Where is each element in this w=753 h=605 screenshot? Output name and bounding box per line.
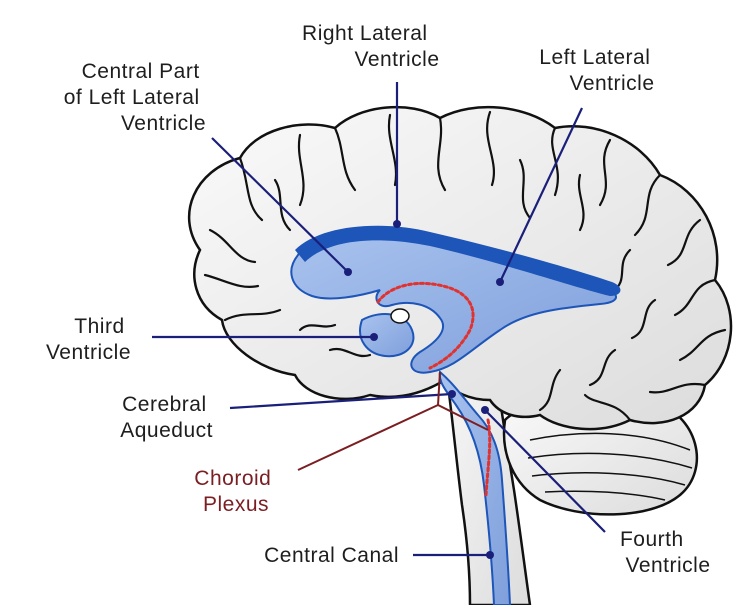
choroid-leader-lines bbox=[297, 371, 489, 471]
choroid-plexus bbox=[376, 281, 492, 497]
label-cerebral-aqueduct: Cerebral Aqueduct bbox=[120, 393, 213, 442]
interventricular-foramen bbox=[390, 308, 410, 324]
aqueduct-and-fourth-ventricle bbox=[438, 370, 512, 605]
label-fourth-ventricle: Fourth Ventricle bbox=[620, 528, 711, 577]
label-central-part: Central Part of Left Lateral Ventricle bbox=[64, 60, 206, 135]
label-central-canal: Central Canal bbox=[264, 544, 399, 567]
leader-lines bbox=[152, 82, 606, 557]
label-right-lateral-ventricle: Right Lateral Ventricle bbox=[302, 22, 439, 71]
right-lateral-ventricle-band bbox=[295, 225, 621, 296]
leader-dots bbox=[344, 220, 504, 559]
label-choroid-plexus: Choroid Plexus bbox=[194, 467, 277, 516]
label-third-ventricle: Third Ventricle bbox=[46, 315, 131, 364]
third-ventricle bbox=[359, 313, 415, 358]
label-left-lateral-ventricle: Left Lateral Ventricle bbox=[539, 46, 656, 95]
